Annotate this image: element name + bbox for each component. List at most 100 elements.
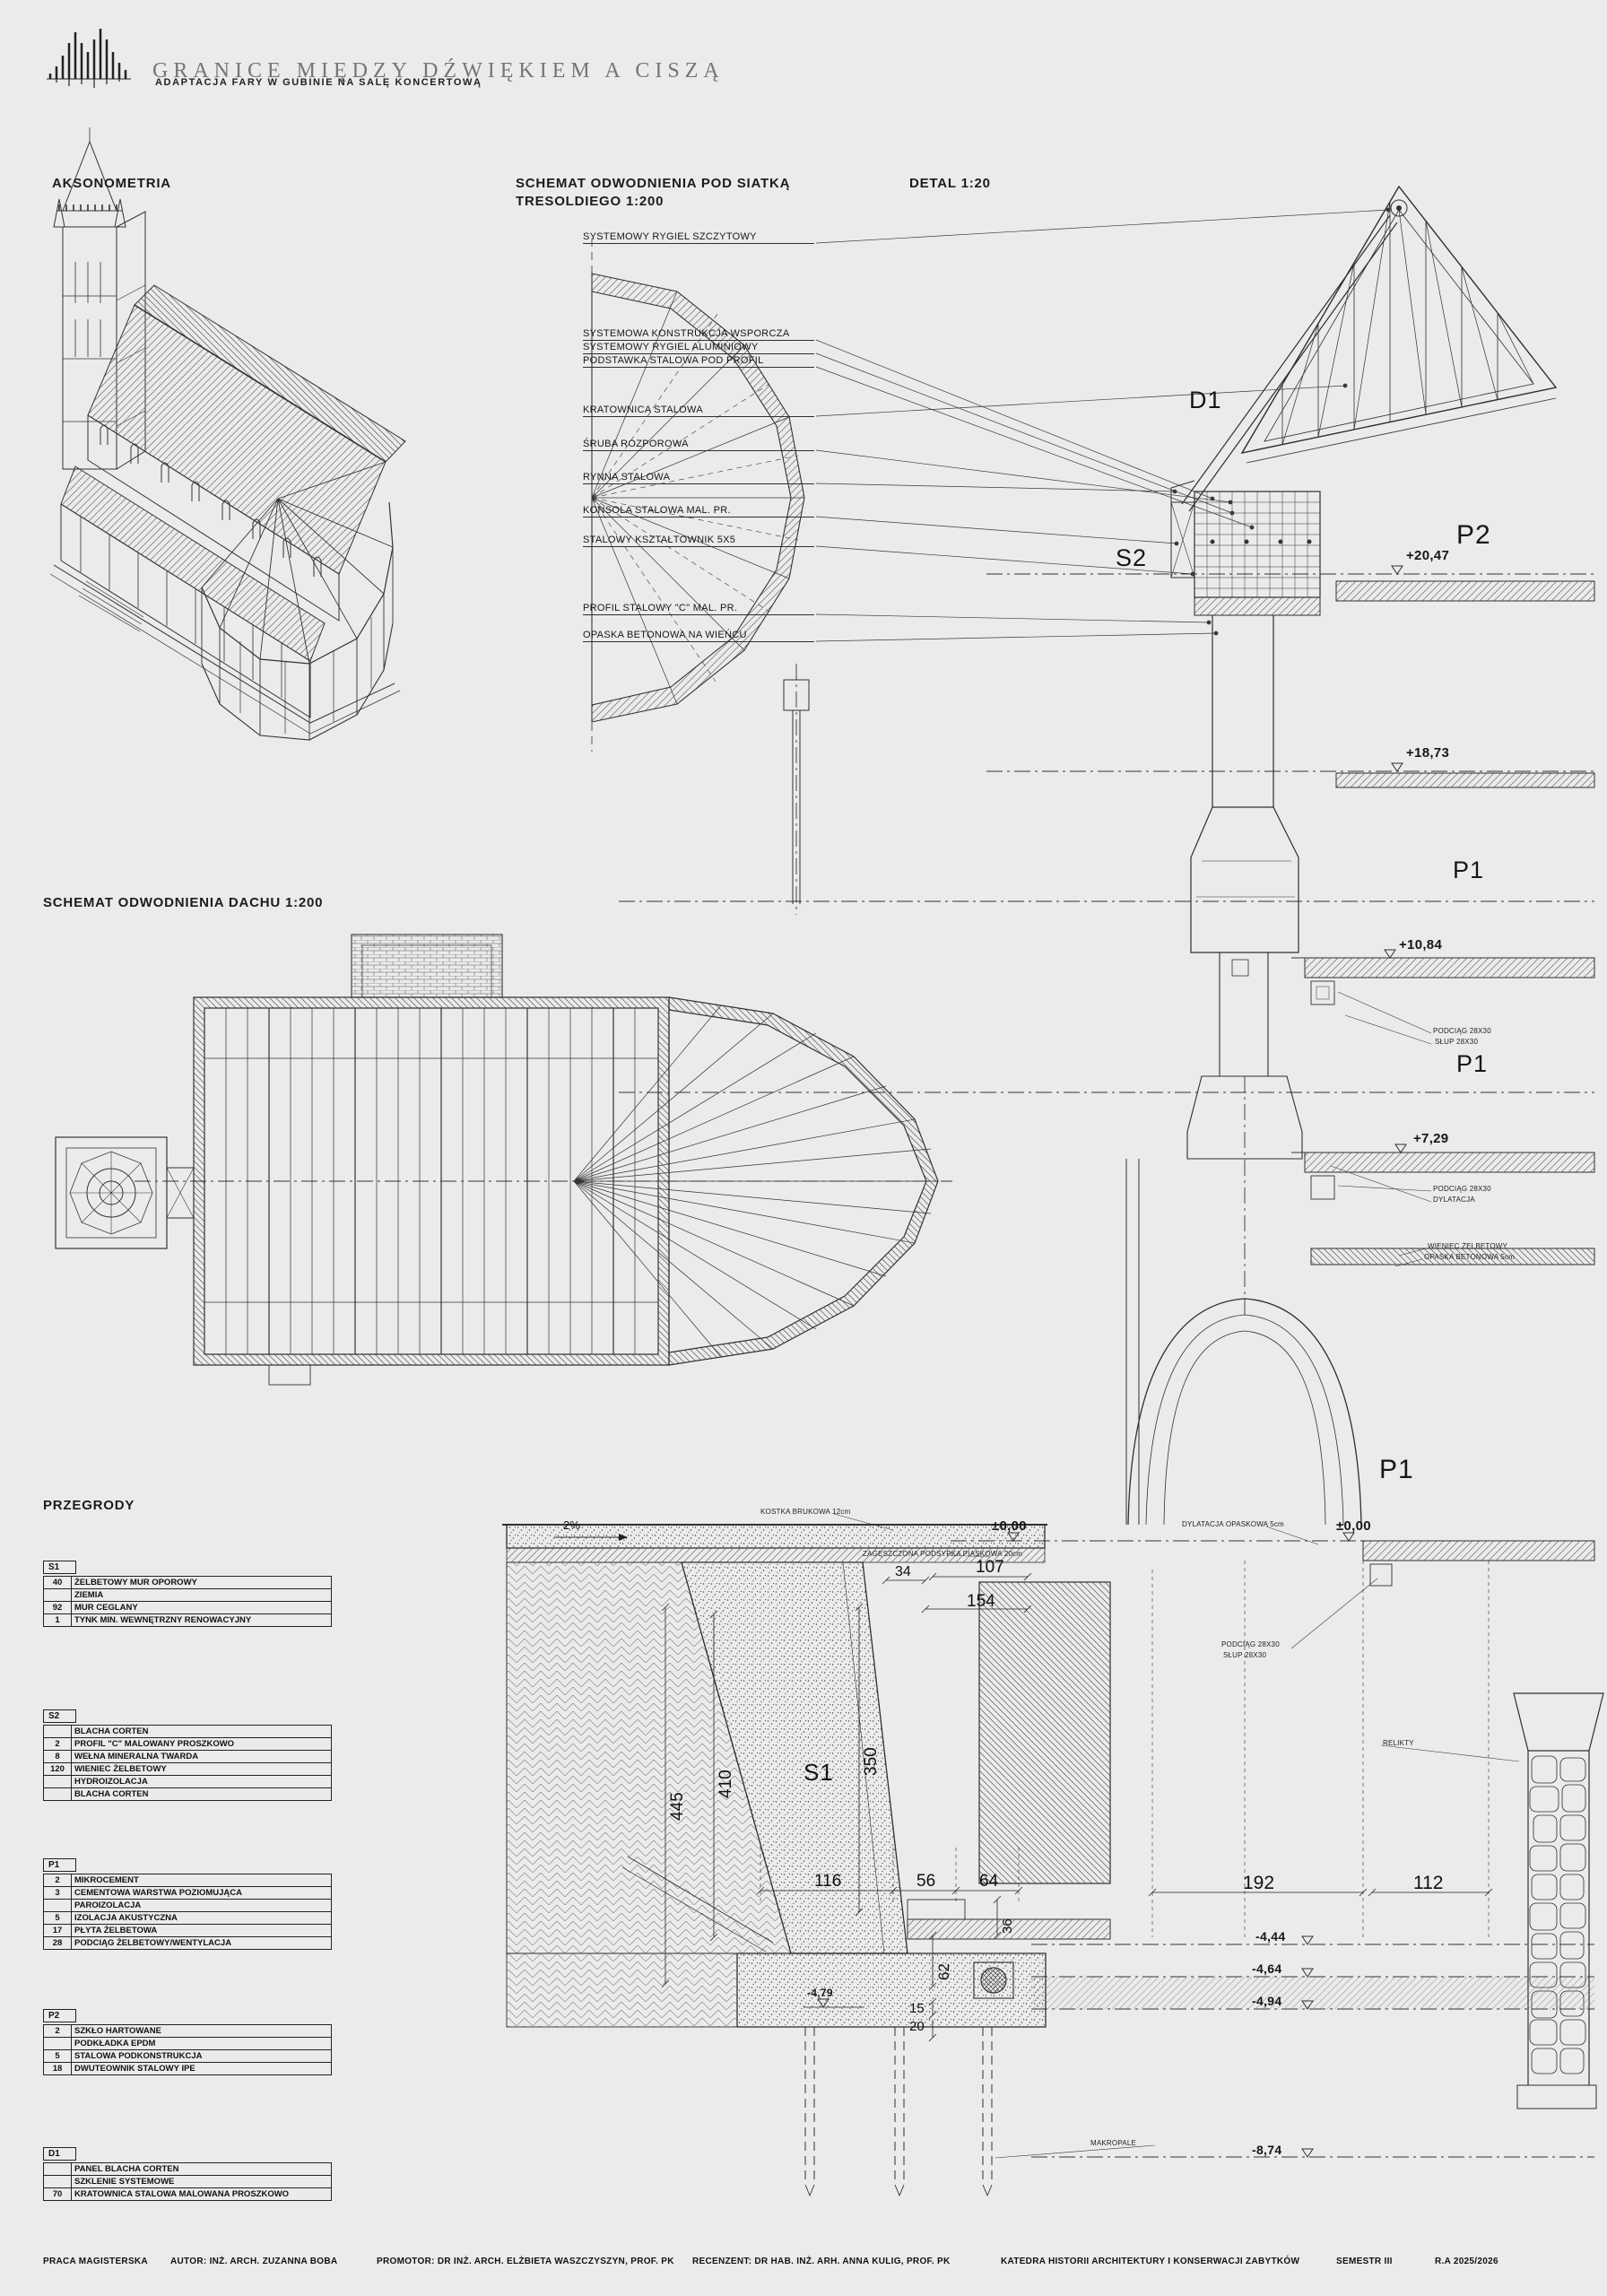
layer-thickness: 92 [43,1601,72,1614]
dim-154: 154 [967,1592,995,1611]
section-title-partitions: PRZEGRODY [43,1498,135,1513]
marker-s2: S2 [1116,544,1148,571]
layer-thickness [43,2162,72,2176]
section-title-net-drainage-line2: TRESOLDIEGO 1:200 [516,194,665,209]
section-title-axonometry: AKSONOMETRIA [52,176,171,191]
partition-table-id: D1 [43,2147,76,2161]
footer-reviewer: RECENZENT: DR HAB. INŻ. ARH. ANNA KULIG,… [692,2257,951,2266]
layer-thickness: 5 [43,1911,72,1925]
layer-thickness: 40 [43,1576,72,1589]
note-podciag-upper: PODCIĄG 28X30 [1433,1027,1491,1035]
elevation-7-29: +7,29 [1413,1131,1449,1146]
partition-table-id: S1 [43,1561,76,1574]
footer-project-type: PRACA MAGISTERSKA [43,2257,148,2266]
marker-p2: P2 [1456,520,1491,550]
layer-thickness [43,2175,72,2188]
layer-description: PANEL BLACHA CORTEN [71,2162,332,2176]
dim-116: 116 [814,1872,842,1891]
layer-thickness: 70 [43,2187,72,2201]
layer-description: BLACHA CORTEN [71,1787,332,1801]
elevation-0-00-left: ±0,00 [992,1518,1027,1534]
marker-d1: D1 [1189,387,1222,413]
layer-thickness: 1 [43,1613,72,1627]
footer-author: AUTOR: INŻ. ARCH. ZUZANNA BOBA [170,2257,338,2266]
note-podciag-mid: PODCIĄG 28X30 [1433,1185,1491,1193]
note-slup-floor: SŁUP 28X30 [1223,1651,1267,1659]
layer-thickness: 2 [43,1737,72,1751]
layer-description: DWUTEOWNIK STALOWY IPE [71,2062,332,2075]
dim-62: 62 [935,1963,952,1980]
callout-opaska-betonowa: OPASKA BETONOWA NA WIEŃCU [583,630,814,643]
tresoldi-net-drainage-schematic [591,239,805,752]
layer-thickness: 3 [43,1886,72,1900]
layer-description: PAROIZOLACJA [71,1899,332,1912]
layer-description: PODKŁADKA EPDM [71,2037,332,2050]
layer-description: PROFIL "C" MALOWANY PROSZKOWO [71,1737,332,1751]
marker-p1-upper: P1 [1453,857,1485,883]
layer-description: MUR CEGLANY [71,1601,332,1614]
page-title: GRANICE MIĘDZY DŹWIĘKIEM A CISZĄ [152,59,725,83]
layer-thickness: 28 [43,1936,72,1950]
partition-table-id: P1 [43,1858,76,1872]
layer-thickness: 17 [43,1924,72,1937]
layer-thickness [43,1775,72,1788]
elevation-0-00-right: ±0,00 [1336,1518,1371,1534]
layer-description: MIKROCEMENT [71,1874,332,1887]
layer-description: CEMENTOWA WARSTWA POZIOMUJĄCA [71,1886,332,1900]
layer-thickness: 120 [43,1762,72,1776]
callout-systemowy-rygiel-aluminiowy: SYSTEMOWY RYGIEL ALUMINIOWY [583,342,814,355]
table-row: HYDROIZOLACJA [43,1775,332,1788]
section-title-roof-drainage: SCHEMAT ODWODNIENIA DACHU 1:200 [43,895,324,910]
note-relikty: RELIKTY [1383,1739,1414,1747]
logo-soundwave-icon [47,29,131,88]
callout-systemowy-rygiel-szczytowy: SYSTEMOWY RYGIEL SZCZYTOWY [583,231,814,245]
layer-thickness: 8 [43,1750,72,1763]
layer-description: BLACHA CORTEN [71,1725,332,1738]
dim-350: 350 [862,1747,881,1776]
note-podciag-floor: PODCIĄG 28X30 [1221,1640,1280,1648]
callout-podstawka-stalowa: PODSTAWKA STALOWA POD PROFIL [583,355,814,369]
layer-description: WIENIEC ŻELBETOWY [71,1762,332,1776]
layer-thickness [43,1899,72,1912]
callout-konsola-stalowa: KONSOLA STALOWA MAL. PR. [583,505,814,518]
layer-description: WEŁNA MINERALNA TWARDA [71,1750,332,1763]
marker-p1-mid: P1 [1456,1050,1489,1077]
layer-thickness [43,1725,72,1738]
marker-s1: S1 [804,1759,834,1786]
table-row: BLACHA CORTEN [43,1787,332,1801]
table-row: PANEL BLACHA CORTEN [43,2162,332,2176]
layer-thickness: 18 [43,2062,72,2075]
callout-sruba-rozporowa: ŚRUBA ROZPOROWA [583,439,814,452]
elevation-minus-8-74: -8,74 [1252,2143,1282,2157]
layer-thickness [43,1787,72,1801]
note-makropale: MAKROPALE [1090,2139,1136,2147]
note-dylatacja: DYLATACJA [1433,1196,1475,1204]
elevation-minus-4-44: -4,44 [1255,1929,1286,1944]
elevation-minus-4-64: -4,64 [1252,1961,1282,1976]
dim-36: 36 [1000,1918,1015,1934]
partition-table-id: S2 [43,1709,76,1723]
section-title-net-drainage-line1: SCHEMAT ODWODNIENIA POD SIATKĄ [516,176,791,191]
layer-thickness [43,2037,72,2050]
dim-20: 20 [909,2019,925,2034]
footer-promoter: PROMOTOR: DR INŻ. ARCH. ELŻBIETA WASZCZY… [377,2257,674,2266]
callout-rynna-stalowa: RYNNA STALOWA [583,472,814,485]
section-title-detail: DETAL 1:20 [909,176,991,191]
layer-thickness [43,1588,72,1602]
layer-description: KRATOWNICA STALOWA MALOWANA PROSZKOWO [71,2187,332,2201]
layer-thickness: 5 [43,2049,72,2063]
layer-description: ŻELBETOWY MUR OPOROWY [71,1576,332,1589]
callout-kratownica-stalowa: KRATOWNICA STALOWA [583,404,814,418]
